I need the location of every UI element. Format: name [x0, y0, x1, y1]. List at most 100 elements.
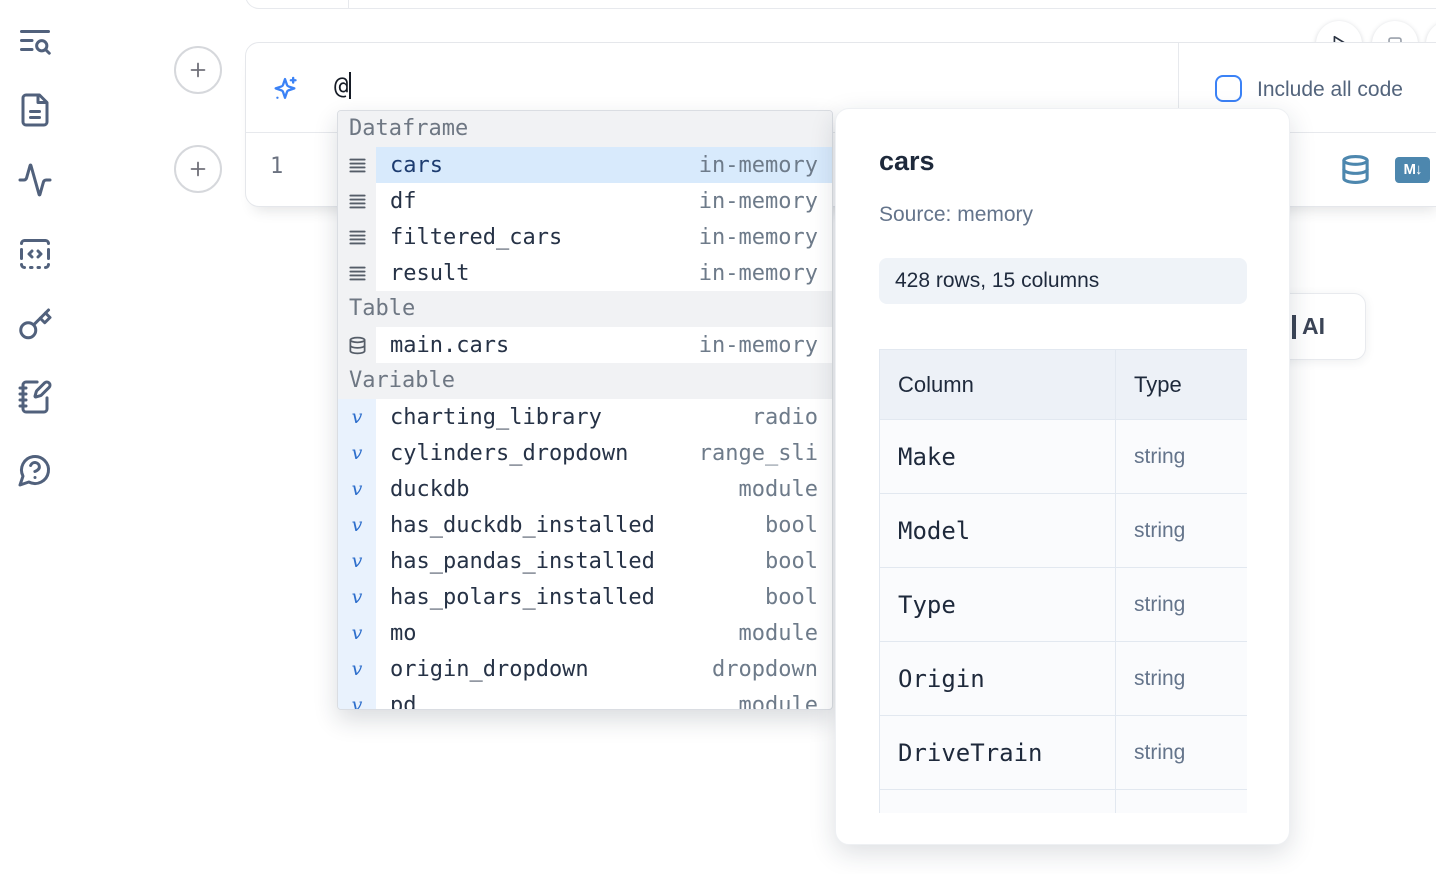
- add-cell-below-button[interactable]: [174, 145, 222, 193]
- dataframe-preview-panel: cars Source: memory 428 rows, 15 columns…: [835, 108, 1290, 845]
- prompt-value: @: [334, 72, 349, 100]
- schema-row: [879, 789, 1247, 813]
- scratchpad-icon[interactable]: [17, 379, 53, 415]
- item-type: module: [738, 692, 818, 710]
- item-name: duckdb: [390, 476, 470, 502]
- item-type: module: [738, 476, 818, 502]
- autocomplete-item-filtered_cars[interactable]: filtered_cars in-memory: [338, 219, 832, 255]
- item-name: has_duckdb_installed: [390, 512, 655, 538]
- item-type: in-memory: [698, 260, 818, 286]
- schema-column-name: Model: [879, 493, 1116, 568]
- code-editor-row[interactable]: 1 M↓: [246, 133, 1436, 206]
- add-cell-above-button[interactable]: [174, 46, 222, 94]
- autocomplete-section-header: Dataframe: [338, 111, 832, 147]
- autocomplete-item-mo[interactable]: v mo module: [338, 615, 832, 651]
- item-type: bool: [765, 512, 818, 538]
- item-name: has_pandas_installed: [390, 548, 655, 574]
- autocomplete-item-has_pandas_installed[interactable]: v has_pandas_installed bool: [338, 543, 832, 579]
- autocomplete-item-cars[interactable]: cars in-memory: [338, 147, 832, 183]
- code-snippets-icon[interactable]: [17, 236, 53, 272]
- sparkles-icon: [271, 75, 299, 103]
- schema-column-name: Type: [879, 567, 1116, 642]
- item-name: pd: [390, 692, 417, 710]
- variable-icon: v: [338, 471, 376, 507]
- key-icon[interactable]: [17, 307, 53, 343]
- schema-column-type: string: [1115, 715, 1247, 790]
- variable-glyph: v: [351, 658, 363, 680]
- dataframe-icon: [338, 219, 376, 255]
- schema-column-name: DriveTrain: [879, 715, 1116, 790]
- help-chat-icon[interactable]: [17, 452, 53, 488]
- variable-icon: v: [338, 579, 376, 615]
- table-icon: [338, 327, 376, 363]
- schema-column-type: string: [1115, 493, 1247, 568]
- item-name: cars: [390, 152, 443, 178]
- ai-prompt-input[interactable]: @: [334, 72, 352, 100]
- item-name: df: [390, 188, 417, 214]
- autocomplete-item-result[interactable]: result in-memory: [338, 255, 832, 291]
- item-type: bool: [765, 548, 818, 574]
- schema-column-name: Origin: [879, 641, 1116, 716]
- item-name: result: [390, 260, 470, 286]
- file-text-icon[interactable]: [17, 92, 53, 128]
- variable-icon: v: [338, 543, 376, 579]
- left-sidebar: [0, 0, 72, 874]
- schema-column-name: Make: [879, 419, 1116, 494]
- include-all-code-label: Include all code: [1257, 78, 1403, 101]
- dataframe-icon: [338, 147, 376, 183]
- database-icon[interactable]: [1340, 153, 1371, 186]
- item-type: module: [738, 620, 818, 646]
- item-type: in-memory: [698, 152, 818, 178]
- item-type: in-memory: [698, 188, 818, 214]
- variable-glyph: v: [351, 586, 363, 608]
- variable-icon: v: [338, 507, 376, 543]
- item-name: main.cars: [390, 332, 510, 358]
- item-type: range_sli: [698, 440, 818, 466]
- table-of-contents-search-icon[interactable]: [17, 24, 53, 60]
- variable-glyph: v: [351, 550, 363, 572]
- schema-header-column: Column: [879, 349, 1116, 420]
- item-type: in-memory: [698, 224, 818, 250]
- autocomplete-section-header: Table: [338, 291, 832, 327]
- schema-header-type: Type: [1115, 349, 1247, 420]
- dataframe-icon: [338, 183, 376, 219]
- ai-button-label: AI: [1302, 313, 1325, 339]
- ai-options-area: Include all code: [1178, 43, 1436, 132]
- variable-glyph: v: [351, 622, 363, 644]
- autocomplete-item-df[interactable]: df in-memory: [338, 183, 832, 219]
- item-type: bool: [765, 584, 818, 610]
- autocomplete-item-has_duckdb_installed[interactable]: v has_duckdb_installed bool: [338, 507, 832, 543]
- variable-icon: v: [338, 651, 376, 687]
- variable-icon: v: [338, 687, 376, 709]
- markdown-icon[interactable]: M↓: [1395, 156, 1430, 183]
- preview-title: cars: [879, 146, 935, 176]
- schema-column-name: [879, 789, 1116, 813]
- activity-icon[interactable]: [17, 162, 53, 198]
- item-name: filtered_cars: [390, 224, 563, 250]
- dataframe-icon: [338, 255, 376, 291]
- item-type: in-memory: [698, 332, 818, 358]
- line-number: 1: [270, 154, 284, 179]
- preview-source: Source: memory: [879, 203, 1034, 226]
- item-name: origin_dropdown: [390, 656, 589, 682]
- text-cursor: [349, 72, 352, 99]
- autocomplete-section-header: Variable: [338, 363, 832, 399]
- item-name: mo: [390, 620, 417, 646]
- autocomplete-item-main.cars[interactable]: main.cars in-memory: [338, 327, 832, 363]
- include-all-code-checkbox[interactable]: [1215, 75, 1242, 102]
- variable-icon: v: [338, 435, 376, 471]
- shape-badge: 428 rows, 15 columns: [879, 258, 1247, 304]
